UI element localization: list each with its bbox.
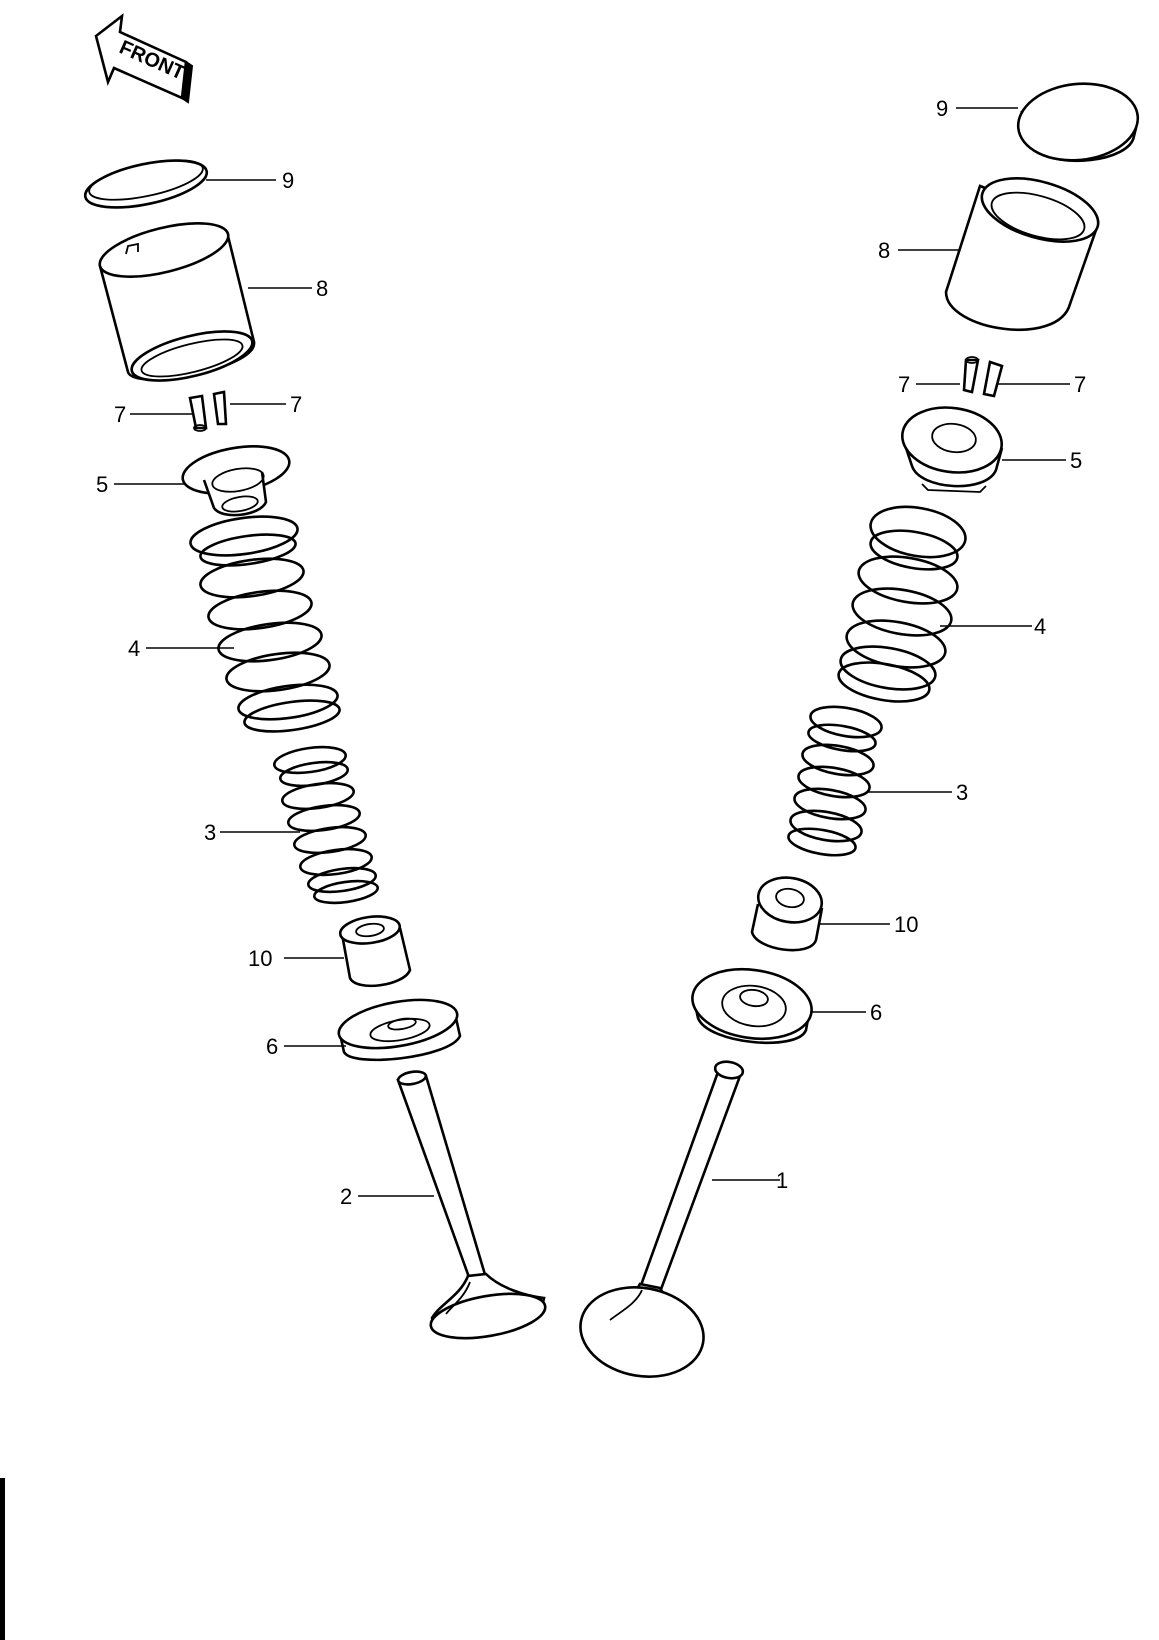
left-collets-part-7	[188, 390, 228, 432]
right-valve-part-1	[579, 1060, 745, 1378]
right-label-6: 6	[870, 1000, 882, 1025]
right-label-7a: 7	[898, 372, 910, 397]
right-outer-spring-part-4	[837, 505, 967, 703]
right-label-4: 4	[1034, 614, 1046, 639]
left-label-5: 5	[96, 472, 108, 497]
right-inner-spring-part-3	[787, 705, 883, 857]
left-label-3: 3	[204, 820, 216, 845]
right-label-1: 1	[776, 1168, 788, 1193]
left-tappet-part-8	[98, 222, 256, 382]
front-arrow-icon: FRONT	[94, 13, 194, 104]
right-stem-seal-part-10	[750, 876, 824, 952]
left-label-6: 6	[266, 1034, 278, 1059]
left-stem-seal-part-10	[338, 915, 412, 988]
right-label-8: 8	[878, 238, 890, 263]
left-outer-spring-part-4	[189, 515, 341, 733]
right-label-9: 9	[936, 96, 948, 121]
right-label-5: 5	[1070, 448, 1082, 473]
leader-lines	[114, 107, 1070, 1197]
right-label-3: 3	[956, 780, 968, 805]
left-label-7a: 7	[114, 402, 126, 427]
left-label-9: 9	[282, 168, 294, 193]
right-label-10: 10	[894, 912, 918, 937]
left-inner-spring-part-3	[273, 745, 380, 905]
left-spring-seat-part-6	[337, 998, 462, 1062]
left-label-8: 8	[316, 276, 328, 301]
left-label-2: 2	[340, 1184, 352, 1209]
right-label-7b: 7	[1074, 372, 1086, 397]
left-label-4: 4	[128, 636, 140, 661]
left-shim-part-9	[83, 159, 209, 209]
scan-edge-mark	[0, 1478, 5, 1640]
right-retainer-part-5	[900, 406, 1004, 493]
left-label-7b: 7	[290, 392, 302, 417]
left-retainer-part-5	[181, 445, 291, 517]
right-collets-part-7	[962, 356, 1004, 398]
left-valve-part-2	[396, 1070, 547, 1340]
right-spring-seat-part-6	[691, 968, 813, 1045]
right-tappet-part-8	[944, 177, 1100, 332]
right-shim-part-9	[1016, 82, 1140, 163]
left-label-10: 10	[248, 946, 272, 971]
